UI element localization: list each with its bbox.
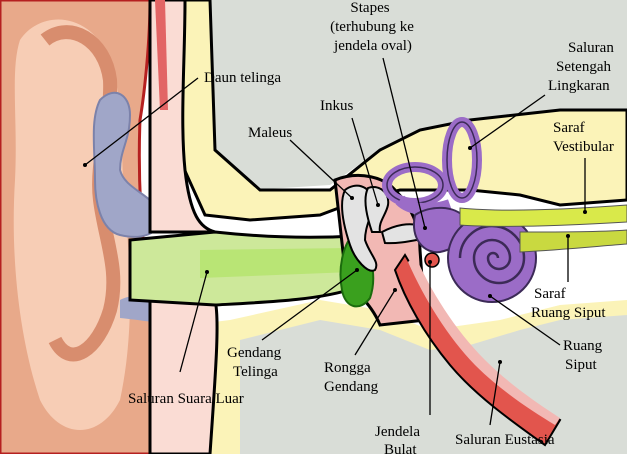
label-saraf-vestibular-line2: Vestibular [553, 139, 614, 155]
label-saluran-setengah-line3: Lingkaran [548, 78, 610, 94]
vestibular-nerve [459, 204, 627, 227]
leader-rongga-gendang [354, 289, 396, 356]
label-saluran-setengah-line2: Setengah [556, 59, 611, 75]
label-ruang-siput-line2: Siput [565, 357, 598, 373]
label-inkus: Inkus [320, 98, 353, 114]
leader-inkus [351, 117, 379, 206]
label-gendang-telinga-line2: Telinga [233, 364, 278, 380]
label-saluran-suara-luar: Saluran Suara Luar [128, 391, 244, 407]
leader-maleus [289, 139, 353, 199]
label-stapes-line2: (terhubung ke [330, 19, 414, 35]
label-daun-telinga: Daun telinga [204, 70, 281, 86]
ear-canal-highlight [200, 248, 352, 278]
label-jendela-bulat-line1: Jendela [375, 424, 420, 440]
label-stapes-line1: Stapes [350, 0, 389, 16]
label-gendang-telinga-line1: Gendang [227, 345, 282, 361]
leader-stapes [382, 57, 426, 229]
label-stapes-line3: jendela oval) [333, 38, 412, 54]
label-rongga-gendang-line2: Gendang [324, 379, 379, 395]
label-ruang-siput-line1: Ruang [563, 338, 603, 354]
label-rongga-gendang-line1: Rongga [324, 360, 371, 376]
cochlear-nerve [519, 229, 627, 253]
leader-daun-telinga [84, 77, 199, 166]
leader-gendang-telinga [261, 269, 358, 341]
label-saraf-vestibular-line1: Saraf [553, 120, 585, 136]
label-saraf-ruang-siput-line1: Saraf [534, 286, 566, 302]
semicircular-canals [382, 117, 482, 216]
label-saraf-ruang-siput-line2: Ruang Siput [531, 305, 606, 321]
eustachian-tube-light [408, 255, 560, 425]
label-jendela-bulat-line2: Bulat [384, 442, 417, 454]
label-saluran-setengah-line1: Saluran [568, 40, 614, 56]
bone-yellow-region [178, 0, 627, 222]
leader-ruang-siput [489, 295, 561, 346]
skin-wall-lower [148, 298, 219, 454]
leader-saluran-suara-luar [179, 271, 208, 373]
leader-saluran-setengah [469, 94, 546, 149]
label-saluran-eustasia: Saluran Eustasia [455, 432, 555, 448]
blood-vessel [155, 0, 168, 110]
label-maleus: Maleus [248, 125, 292, 141]
leader-saluran-eustasia [489, 361, 501, 426]
